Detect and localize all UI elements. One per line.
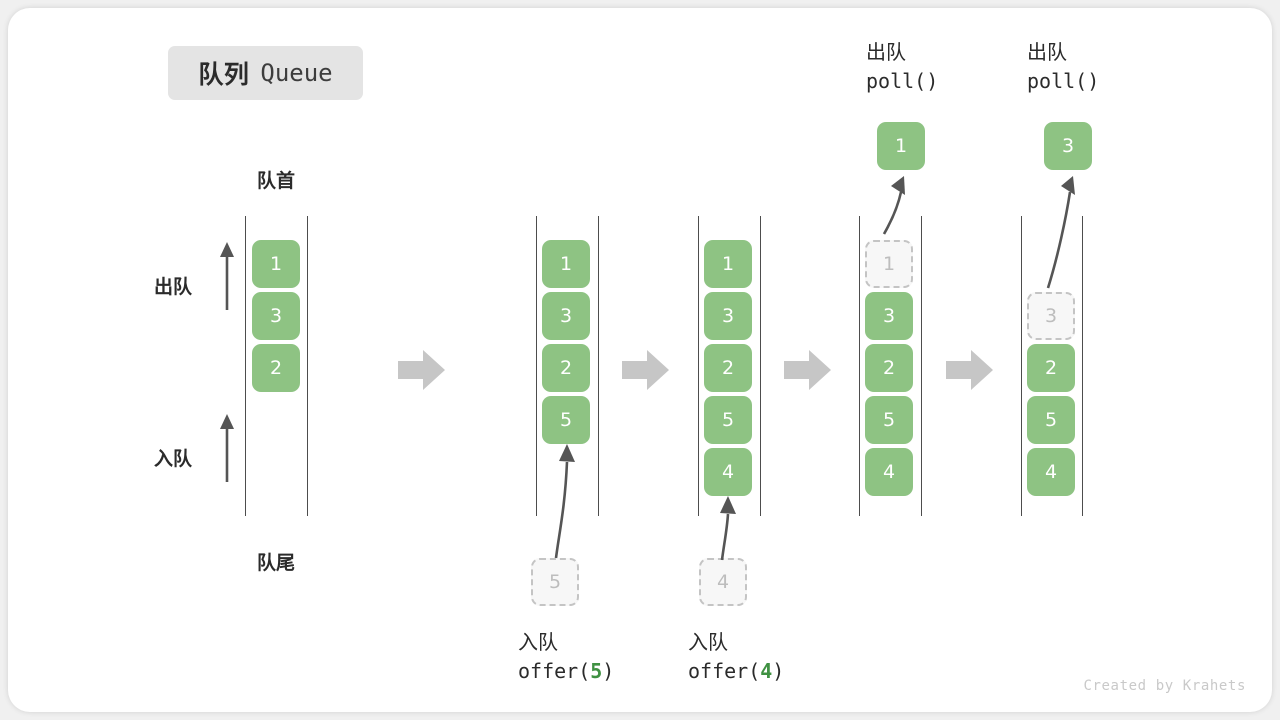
- operation-label-code: offer(5): [518, 659, 615, 683]
- queue-cell: 1: [704, 240, 752, 288]
- popped-cell: 1: [877, 122, 925, 170]
- queue-head-label: 队首: [256, 170, 295, 192]
- queue-cell: 1: [542, 240, 590, 288]
- column-rail-left-3: [698, 216, 699, 516]
- title-chinese: 队列: [198, 60, 250, 89]
- queue-cell: 5: [542, 396, 590, 444]
- diagram-card: 队列 Queue 队首 队尾 出队 入队 1 3 2 1 3 2 5 5 入队 …: [8, 8, 1272, 712]
- popped-cell: 3: [1044, 122, 1092, 170]
- operation-label-cn: 入队: [518, 630, 558, 654]
- queue-cell: 2: [1027, 344, 1075, 392]
- queue-cell: 2: [865, 344, 913, 392]
- column-rail-right-2: [598, 216, 599, 516]
- flow-arrow-icon: [398, 350, 445, 390]
- queue-cell: 3: [865, 292, 913, 340]
- queue-cell: 2: [252, 344, 300, 392]
- queue-cell: 5: [1027, 396, 1075, 444]
- flow-arrow-icon: [784, 350, 831, 390]
- column-operation-caption: 入队 offer(4): [688, 628, 784, 686]
- queue-cell: 4: [865, 448, 913, 496]
- column-rail-right-4: [921, 216, 922, 516]
- credit-watermark: Created by Krahets: [1083, 678, 1246, 694]
- queue-cell: 2: [704, 344, 752, 392]
- enqueue-curved-arrow-icon: [554, 444, 575, 559]
- queue-tail-label: 队尾: [256, 552, 295, 574]
- operation-label-cn: 入队: [688, 630, 728, 654]
- operation-label-code: poll(): [866, 69, 939, 93]
- queue-cell: 2: [542, 344, 590, 392]
- queue-cell: 5: [865, 396, 913, 444]
- queue-cell: 3: [252, 292, 300, 340]
- column-rail-left-4: [859, 216, 860, 516]
- operation-label-cn: 出队: [866, 40, 906, 64]
- column-rail-right-1: [307, 216, 308, 516]
- queue-cell: 1: [252, 240, 300, 288]
- dequeue-curved-arrow-icon: [882, 176, 905, 235]
- operation-label-code: poll(): [1027, 69, 1100, 93]
- flow-arrow-icon: [622, 350, 669, 390]
- column-operation-caption: 入队 offer(5): [518, 628, 614, 686]
- queue-cell-removed: 3: [1027, 292, 1075, 340]
- dequeue-direction-arrow-icon: [220, 242, 234, 310]
- column-rail-left-2: [536, 216, 537, 516]
- queue-cell: 5: [704, 396, 752, 444]
- column-rail-left-5: [1021, 216, 1022, 516]
- incoming-ghost-cell: 5: [531, 558, 579, 606]
- enqueue-direction-arrow-icon: [220, 414, 234, 482]
- queue-cell-removed: 1: [865, 240, 913, 288]
- enqueue-side-label: 入队: [154, 448, 193, 470]
- dequeue-curved-arrow-icon: [1046, 176, 1075, 289]
- column-operation-caption: 出队 poll(): [1027, 38, 1099, 96]
- dequeue-side-label: 出队: [154, 276, 193, 298]
- column-rail-right-3: [760, 216, 761, 516]
- flow-arrow-icon: [946, 350, 993, 390]
- column-operation-caption: 出队 poll(): [866, 38, 938, 96]
- operation-label-code: offer(4): [688, 659, 785, 683]
- diagram-title-badge: 队列 Queue: [168, 46, 363, 100]
- queue-cell: 4: [704, 448, 752, 496]
- column-rail-right-5: [1082, 216, 1083, 516]
- title-english: Queue: [260, 59, 333, 87]
- queue-cell: 3: [704, 292, 752, 340]
- enqueue-curved-arrow-icon: [720, 496, 736, 561]
- queue-cell: 3: [542, 292, 590, 340]
- column-rail-left-1: [245, 216, 246, 516]
- operation-label-cn: 出队: [1027, 40, 1067, 64]
- queue-cell: 4: [1027, 448, 1075, 496]
